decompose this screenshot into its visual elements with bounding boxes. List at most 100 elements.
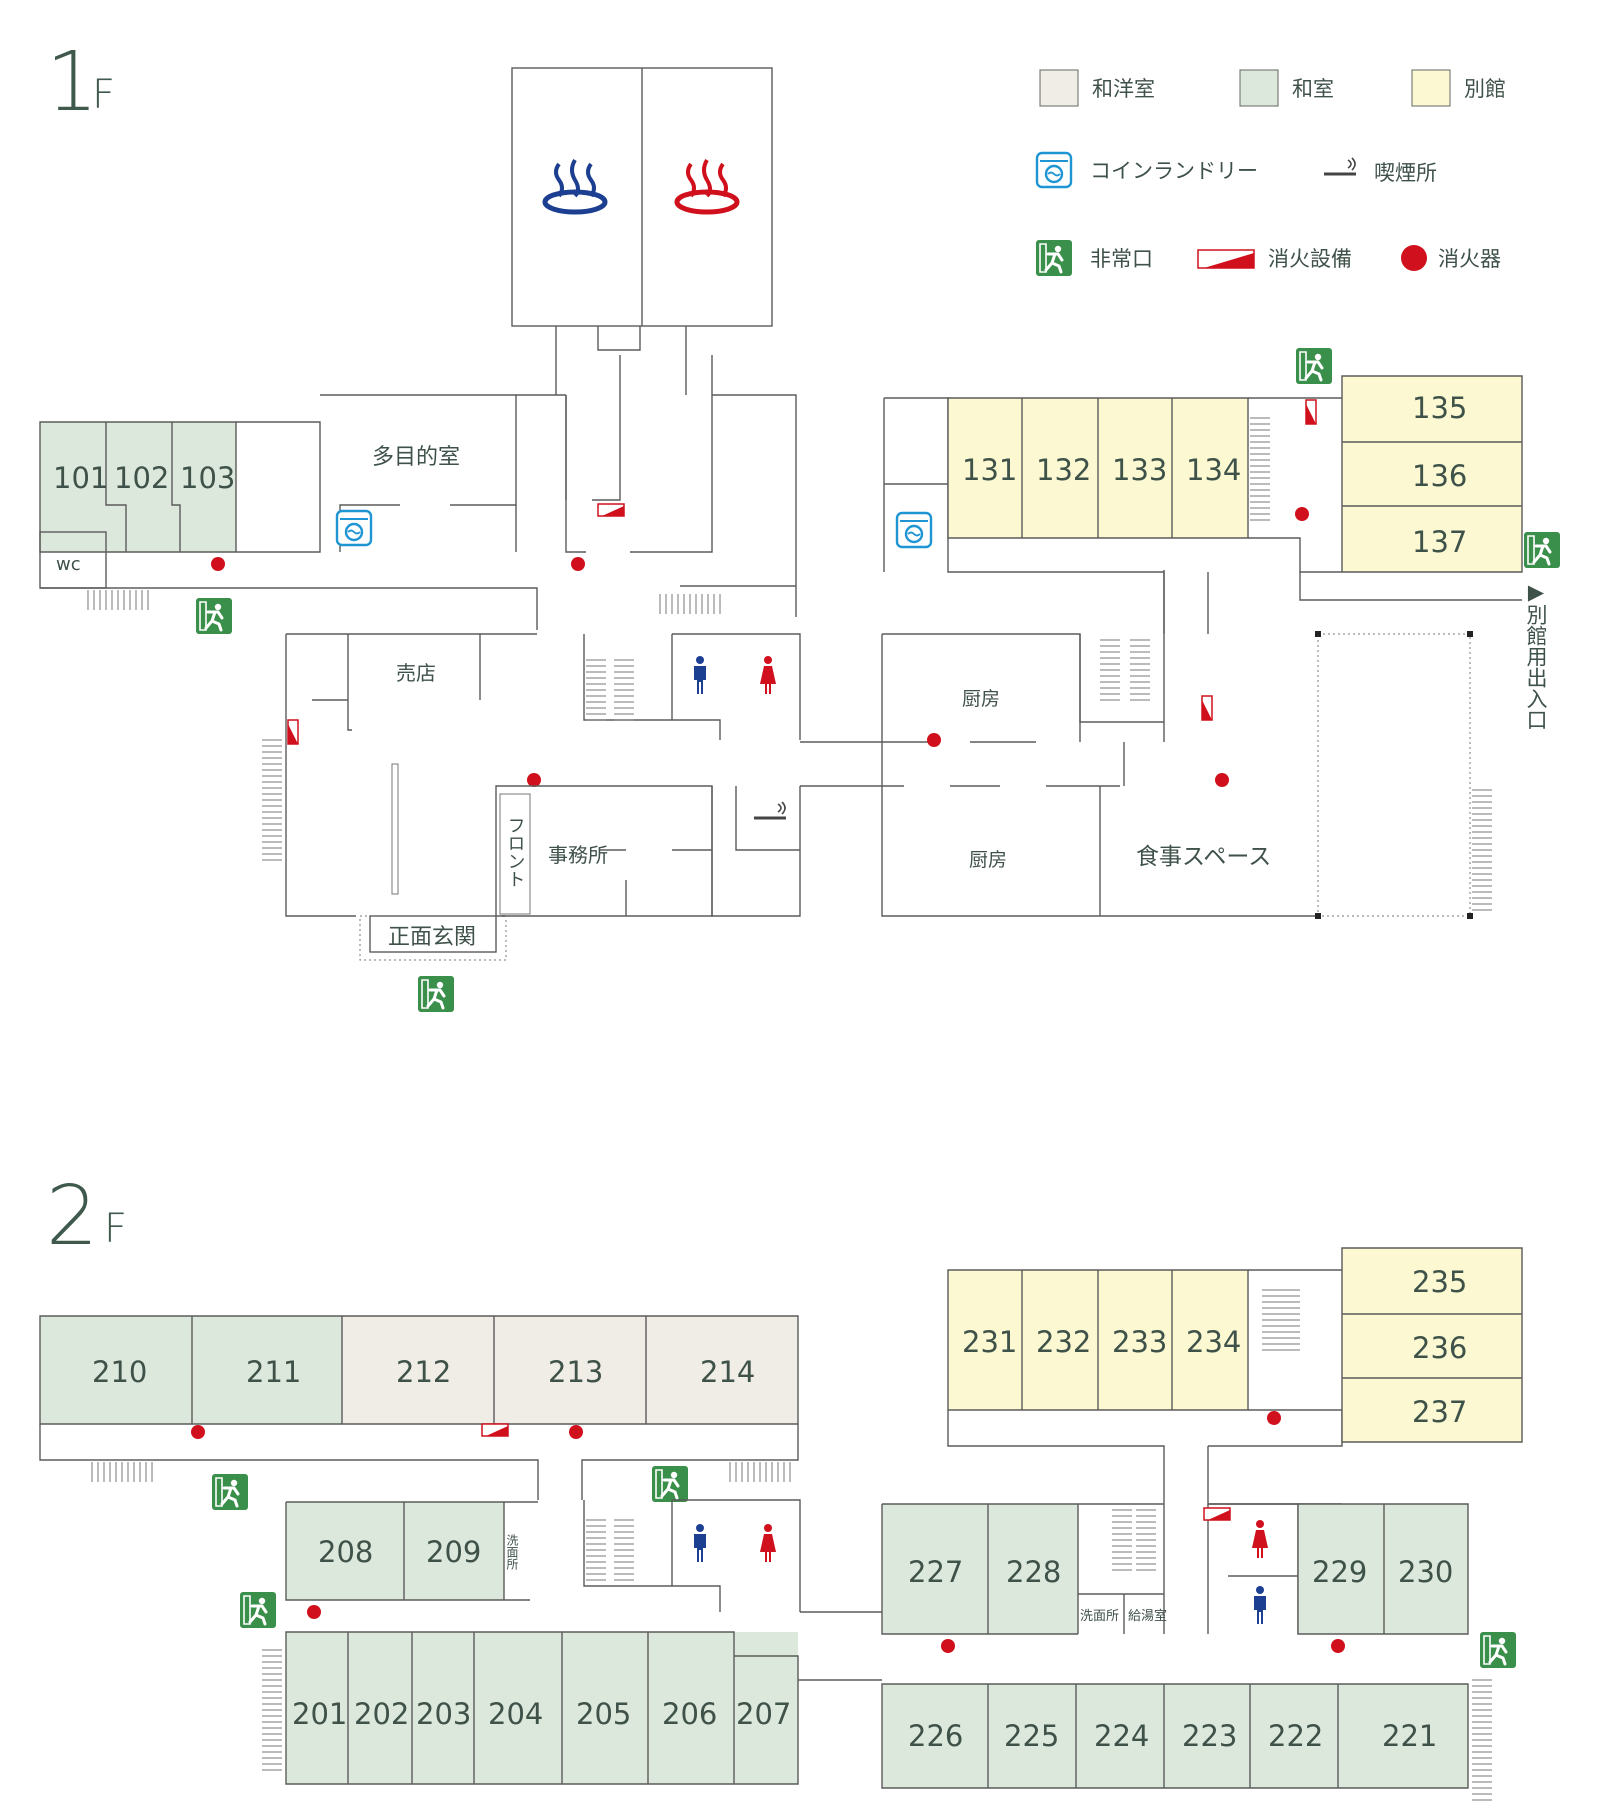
legend-fire-equipment-icon (1197, 249, 1255, 269)
exit-2f-west (238, 1590, 278, 1630)
room-203: 203 (416, 1697, 471, 1731)
room-213: 213 (548, 1355, 603, 1389)
exit-west-1f (194, 596, 234, 636)
floor2-label-number: 2 (46, 1169, 98, 1264)
room-212: 212 (396, 1355, 451, 1389)
room-210: 210 (92, 1355, 147, 1389)
fire-equipment-1f-center (597, 503, 625, 517)
extinguisher-2f-208 (307, 1605, 321, 1619)
extinguisher-2f-227 (941, 1639, 955, 1653)
legend-extinguisher-icon (1401, 245, 1427, 271)
room-225: 225 (1004, 1719, 1059, 1753)
laundry-icon-1f-annex (895, 511, 933, 549)
room-236: 236 (1412, 1331, 1467, 1365)
laundry-icon-1f-west (335, 509, 373, 547)
legend-washitsu-swatch (1239, 69, 1279, 107)
room-205: 205 (576, 1697, 631, 1731)
legend-laundry-icon (1035, 151, 1073, 189)
room-221: 221 (1382, 1719, 1437, 1753)
legend-exit-icon (1034, 238, 1074, 278)
fire-equipment-east (1201, 695, 1213, 721)
legend-laundry-label: コインランドリー (1090, 159, 1258, 183)
wc-label: wc (56, 554, 81, 575)
extinguisher-east (1215, 773, 1229, 787)
fire-equipment-2f-north (481, 1423, 509, 1437)
extinguisher-1f-center (571, 557, 585, 571)
extinguisher-2f-229 (1331, 1639, 1345, 1653)
room-201: 201 (292, 1697, 347, 1731)
room-133: 133 (1112, 453, 1167, 487)
room-137: 137 (1412, 525, 1467, 559)
exit-main-entrance (416, 974, 456, 1014)
pantry-2f: 給湯室 (1128, 1608, 1167, 1624)
shop-label: 売店 (396, 661, 436, 685)
room-231: 231 (962, 1325, 1017, 1359)
room-230: 230 (1398, 1555, 1453, 1589)
legend-extinguisher-label: 消火器 (1438, 247, 1501, 271)
legend-smoking-label: 喫煙所 (1374, 161, 1437, 185)
floor2-label-f: F (104, 1206, 127, 1252)
room-103: 103 (180, 461, 235, 495)
room-208: 208 (318, 1535, 373, 1569)
room-211: 211 (246, 1355, 301, 1389)
mens-toilet-2f-east (1254, 1586, 1266, 1624)
room-204: 204 (488, 1697, 543, 1731)
room-134: 134 (1186, 453, 1241, 487)
fire-equipment-shop (287, 719, 299, 745)
legend-washitsu-label: 和室 (1292, 77, 1334, 101)
floor1-label-f: F (92, 72, 115, 118)
dining-space-label: 食事スペース (1136, 844, 1271, 870)
room-132: 132 (1036, 453, 1091, 487)
exit-2f-northwest (210, 1472, 250, 1512)
room-233: 233 (1112, 1325, 1167, 1359)
room-228: 228 (1006, 1555, 1061, 1589)
mens-toilet-2f-west (694, 1524, 706, 1562)
legend-wayo-swatch (1039, 69, 1079, 107)
room-227: 227 (908, 1555, 963, 1589)
extinguisher-2f-annex (1267, 1411, 1281, 1425)
legend-fire-equipment-label: 消火設備 (1268, 247, 1352, 271)
exit-annex-east (1522, 530, 1562, 570)
main-entrance-label: 正面玄関 (388, 925, 476, 950)
legend-smoking-icon (1322, 156, 1358, 176)
washroom-2f-small: 洗面所 (505, 1534, 519, 1570)
legend: 和洋室 和室 別館 コインランドリー 喫煙所 非常口 消火設備 消火器 (1034, 69, 1506, 278)
multipurpose-room: 多目的室 (372, 445, 460, 470)
extinguisher-101 (211, 557, 225, 571)
room-222: 222 (1268, 1719, 1323, 1753)
fire-equipment-annex (1305, 399, 1317, 425)
room-223: 223 (1182, 1719, 1237, 1753)
extinguisher-1f-front (527, 773, 541, 787)
room-234: 234 (1186, 1325, 1241, 1359)
front-desk-label: フロント (505, 816, 526, 888)
womens-toilet-2f-east (1252, 1520, 1268, 1558)
room-226: 226 (908, 1719, 963, 1753)
extinguisher-annex (1295, 507, 1309, 521)
room-131: 131 (962, 453, 1017, 487)
floor1-label-number: 1 (46, 35, 98, 130)
washroom-2f: 洗面所 (1080, 1609, 1119, 1624)
legend-bekkan-label: 別館 (1464, 77, 1506, 101)
floor-1: 1 F 101 102 103 wc 多目的室 (39, 35, 1562, 1014)
mens-bath-icon (542, 158, 608, 215)
room-102: 102 (114, 461, 169, 495)
fire-equipment-2f-east (1203, 1507, 1231, 1521)
extinguisher-kitchen (927, 733, 941, 747)
womens-toilet-1f (760, 656, 776, 694)
womens-toilet-2f-west (760, 1524, 776, 1562)
room-237: 237 (1412, 1395, 1467, 1429)
room-207: 207 (736, 1697, 791, 1731)
room-224: 224 (1094, 1719, 1149, 1753)
exit-annex-north (1294, 346, 1334, 386)
exit-2f-center (650, 1464, 690, 1504)
room-135: 135 (1412, 391, 1467, 425)
extinguisher-2f-213 (569, 1425, 583, 1439)
floor-2: 2 F 210 211 212 213 214 208 209 洗面所 (39, 1169, 1523, 1801)
room-232: 232 (1036, 1325, 1091, 1359)
kitchen-upper-label: 厨房 (962, 688, 1000, 710)
legend-exit-label: 非常口 (1090, 247, 1153, 271)
annex-entrance-label: ▶別館用出入口 (1524, 580, 1548, 730)
legend-wayo-label: 和洋室 (1092, 77, 1155, 101)
room-235: 235 (1412, 1265, 1467, 1299)
room-214: 214 (700, 1355, 755, 1389)
